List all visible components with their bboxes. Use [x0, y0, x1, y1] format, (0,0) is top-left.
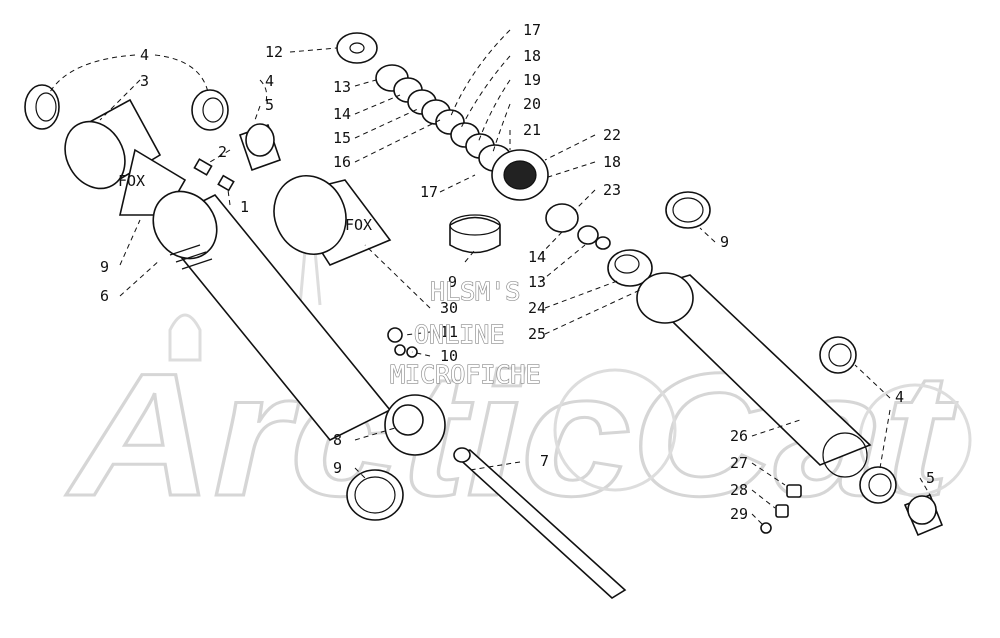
sleeve-5-top	[238, 123, 282, 172]
callout-23: 23	[603, 181, 621, 199]
callout-4: 4	[265, 72, 274, 90]
callout-17: 17	[420, 183, 438, 201]
callout-22: 22	[603, 126, 621, 144]
callout-16: 16	[333, 153, 351, 171]
stamp-line-3: MICROFICHE	[390, 360, 541, 389]
callout-11: 11	[440, 323, 458, 341]
bushing-4-right-top	[819, 336, 857, 374]
callout-28: 28	[730, 481, 748, 499]
callout-4: 4	[140, 46, 149, 64]
callout-25: 25	[528, 325, 546, 343]
callout-9: 9	[100, 258, 109, 276]
bushing-4-left	[24, 84, 60, 130]
callout-29: 29	[730, 505, 748, 523]
callout-9: 9	[333, 459, 342, 477]
callout-8: 8	[333, 431, 342, 449]
sleeve-5-right	[903, 493, 944, 537]
callout-6: 6	[100, 287, 109, 305]
spring-cover-30: FOX	[273, 175, 392, 266]
callout-7: 7	[540, 452, 549, 470]
washer-12	[336, 32, 378, 64]
callout-19: 19	[523, 71, 541, 89]
body-mark: FOX	[345, 216, 372, 234]
callout-27: 27	[730, 454, 748, 472]
leader-lines	[49, 29, 931, 526]
reservoir-body-26	[636, 272, 872, 478]
seal-head-24-25	[607, 249, 653, 287]
washer-stack-13-20	[375, 64, 512, 172]
callout-30: 30	[440, 299, 458, 317]
callout-3: 3	[140, 72, 149, 90]
callout-10: 10	[440, 347, 458, 365]
callout-21: 21	[523, 121, 541, 139]
callout-24: 24	[528, 299, 546, 317]
callout-20: 20	[523, 95, 541, 113]
valve-parts-1-2	[193, 158, 235, 192]
callout-2: 2	[218, 143, 227, 161]
callout-12: 12	[265, 43, 283, 61]
microfiche-stamp: HLSM'S ONLINE MICROFICHE	[389, 276, 541, 389]
valve-parts-27-29	[760, 484, 802, 534]
callout-5: 5	[265, 96, 274, 114]
ring-9-center	[449, 214, 501, 254]
eyelet-8	[384, 394, 446, 456]
washers-14-23	[545, 203, 611, 250]
bushing-4-top	[191, 89, 229, 131]
shaft-7	[453, 447, 627, 599]
callout-18: 18	[523, 47, 541, 65]
callout-26: 26	[730, 427, 748, 445]
callout-labels: 4 3 4 5 2 1 9 6 12 13 14 15 16 17 18 19 …	[100, 21, 935, 523]
ring-9-right	[665, 191, 711, 229]
callout-13: 13	[528, 273, 546, 291]
balls-10-11	[387, 327, 418, 358]
callout-13: 13	[333, 78, 351, 96]
callout-14: 14	[333, 105, 351, 123]
ring-9-bottom	[346, 469, 404, 521]
watermark-wheel-front	[553, 368, 677, 492]
watermark-dome	[168, 313, 202, 362]
callout-9: 9	[720, 233, 729, 251]
stamp-line-1: HLSM'S	[430, 277, 520, 306]
callout-17: 17	[523, 21, 541, 39]
callout-9: 9	[448, 273, 457, 291]
callout-15: 15	[333, 129, 351, 147]
reservoir-mark: FOX	[118, 172, 145, 190]
bushing-4-right-bottom	[859, 466, 897, 504]
stamp-line-2: ONLINE	[414, 320, 504, 349]
callout-14: 14	[528, 248, 546, 266]
callout-18: 18	[603, 153, 621, 171]
callout-5: 5	[926, 469, 935, 487]
piston-22	[491, 149, 549, 201]
callout-4: 4	[895, 388, 904, 406]
reservoir-cap: FOX	[64, 98, 187, 216]
callout-1: 1	[240, 198, 249, 216]
